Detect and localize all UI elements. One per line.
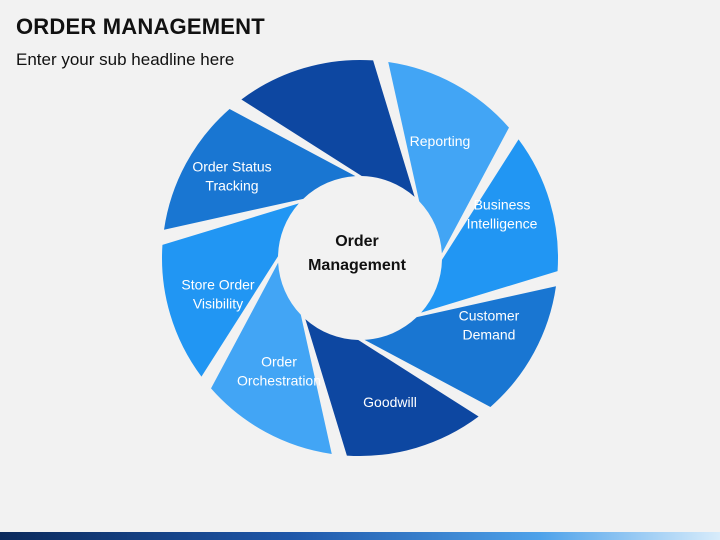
segment-6-label-line1: Order [261,354,297,370]
segment-7 [164,109,356,230]
page-subtitle: Enter your sub headline here [16,50,235,69]
segment-3-label-line1: Business [474,197,531,213]
segment-4-label-line2: Demand [463,327,516,343]
segment-6-label-line2: Orchestration [237,373,321,389]
segment-7-label-line1: Store Order [181,277,254,293]
segment-5 [211,262,332,454]
segment-8-label-line1: Order Status [192,159,271,175]
segment-6 [162,203,299,377]
segment-7-label-line2: Visibility [193,296,243,312]
segment-3 [364,286,556,407]
segment-4 [305,319,479,456]
segment-4-label-line1: Customer [459,308,520,324]
segment-3-label-line2: Intelligence [467,216,538,232]
segment-2 [421,139,558,313]
segment-5-label-line1: Goodwill [363,394,417,410]
center-label-line2: Management [308,257,406,274]
center-label-line1: Order [335,233,379,250]
segment-1 [388,62,509,254]
footer-gradient-bar [0,532,720,540]
segment-2-label-line1: Reporting [410,133,471,149]
segment-8-label-line2: Tracking [205,178,258,194]
page-title: ORDER MANAGEMENT [16,14,265,39]
segment-8 [241,59,415,197]
